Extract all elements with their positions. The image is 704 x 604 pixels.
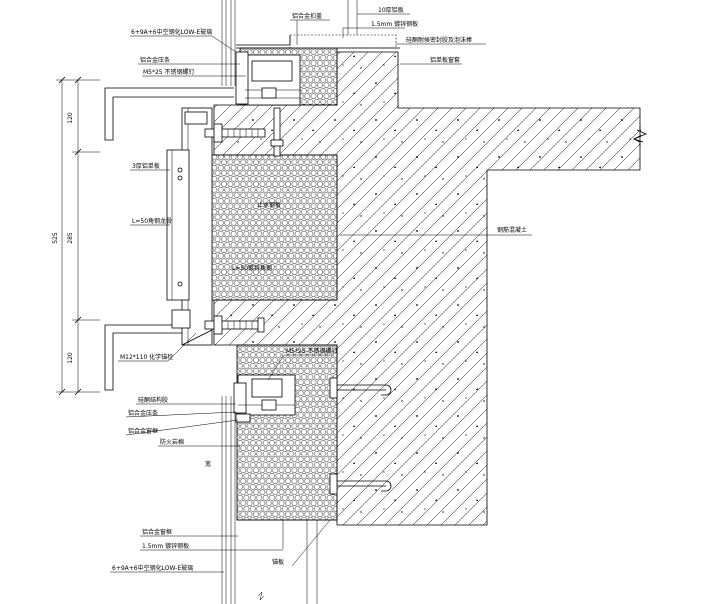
label-angle-steel: L=50镀锌角钢 — [232, 264, 272, 272]
label-chemical-anchor: M12*110 化学锚栓 — [120, 353, 173, 361]
dim-label-bottom: 120 — [67, 352, 74, 364]
upper-window-frame — [235, 51, 301, 106]
label-concrete: 钢筋混凝土 — [497, 226, 527, 234]
lower-frame-block — [261, 399, 277, 411]
leader-anchor-plate — [291, 519, 331, 567]
top-anchor-thread — [227, 129, 259, 137]
bracket-top-clip — [184, 111, 208, 125]
surround-top-return — [104, 87, 234, 141]
dimension-lines: 120 285 120 525 — [52, 76, 100, 396]
label-aluminum-panel: 3厚铝单板 — [132, 162, 160, 170]
label-steel-keel: L=50角钢龙骨 — [132, 217, 172, 225]
label-glass-bottom: 6+9A+6中空钢化LOW-E玻璃 — [112, 564, 193, 572]
label-cap-top: 铝合金扣盖 — [292, 12, 322, 20]
bottom-anchor-thread — [227, 321, 253, 329]
surround-bottom-return — [104, 324, 182, 391]
leader-lines — [110, 13, 532, 573]
label-width-mark: 宽 — [205, 460, 211, 468]
upper-frame-inner — [251, 60, 293, 82]
anchor-bar-upper — [337, 384, 392, 396]
leader-glass-top — [130, 35, 237, 53]
anchor-plate-upper — [329, 377, 338, 399]
insulation-bottom — [236, 344, 338, 521]
top-vertical-nut — [270, 139, 284, 147]
label-glass-top: 6+9A+6中空钢化LOW-E玻璃 — [131, 28, 212, 36]
leader-cap-top — [290, 19, 330, 45]
steel-keel-channel — [166, 149, 190, 301]
window-surround-panels — [104, 87, 234, 391]
glazing — [221, 0, 236, 604]
dim-label-middle: 285 — [67, 232, 74, 244]
label-window-frame-mid: 铝合金窗框 — [128, 427, 158, 435]
anchor-bolts — [204, 107, 284, 335]
leader-screw-bottom — [267, 354, 332, 381]
bottom-anchor-nut — [213, 315, 223, 335]
label-anchor-plate: 锚板 — [272, 558, 284, 566]
anchor-bar-lower — [337, 480, 392, 492]
bracket-plate-chamfer — [181, 329, 213, 346]
top-anchor-bolt — [204, 128, 266, 138]
label-pressing-strip-bottom: 铝合金压条 — [128, 409, 158, 417]
upper-frame-block — [261, 87, 277, 99]
dim-label-total: 525 — [52, 232, 59, 244]
embedded-anchor-bars — [329, 377, 392, 495]
label-structural-sealant: 硅酮结构胶 — [138, 396, 168, 404]
keel-bolt-hole-3 — [177, 281, 183, 287]
anchor-plate-lower — [329, 473, 338, 495]
label-pressing-strip-top: 铝合金压条 — [140, 56, 170, 64]
keel-bolt-hole-1 — [177, 167, 183, 173]
break-line-mask — [641, 130, 647, 142]
leader-pressing-strip-bottom — [125, 411, 237, 418]
bottom-break — [257, 591, 265, 601]
keel-bolt-hole-2 — [177, 175, 183, 181]
top-vertical-bolt — [273, 107, 281, 157]
label-steel-plate-top: 1.5mm 镀锌钢板 — [371, 20, 418, 28]
lower-frame-sash — [233, 382, 247, 414]
leader-chemical-anchor — [118, 332, 197, 362]
label-sealant-top: 硅酮耐候密封胶及泡沫棒 — [406, 36, 472, 44]
concrete-speckle — [214, 52, 640, 525]
bottom-members — [237, 519, 337, 604]
upper-frame-sash — [235, 51, 249, 105]
dim-label-top: 120 — [67, 112, 74, 124]
label-fire-wool: 防火岩棉 — [160, 438, 184, 446]
label-screw-bottom: M5*25 不锈钢螺钉 — [286, 347, 338, 355]
leader-steel-plate-top — [342, 27, 405, 38]
label-steel-plate-bottom: 1.5mm 镀锌钢板 — [142, 542, 189, 550]
label-screw-top: M5*25 不锈钢螺钉 — [143, 68, 195, 76]
top-anchor-nut — [213, 123, 223, 143]
label-window-frame-bottom: 铝合金窗框 — [142, 528, 172, 536]
bottom-vertical-bolt — [257, 317, 265, 333]
label-window-cover: 铝单板窗套 — [430, 56, 460, 64]
insulation-middle — [209, 154, 338, 301]
label-waterstop-plate: 止水钢板 — [257, 201, 281, 209]
break-line-zigzag — [632, 129, 648, 143]
lower-frame-inner — [251, 378, 283, 398]
break-line-symbol — [633, 126, 647, 146]
label-aluminum-plate-top: 10厚铝板 — [378, 6, 404, 14]
top-cap-profile — [236, 35, 291, 46]
dim-ticks — [58, 76, 82, 396]
leader-window-frame-mid — [125, 419, 239, 436]
lower-window-frame — [233, 374, 296, 423]
lower-frame-cap — [235, 413, 251, 423]
annotations: 6+9A+6中空钢化LOW-E玻璃 铝合金压条 M5*25 不锈钢螺钉 铝合金扣… — [112, 6, 527, 572]
top-flashing — [236, 0, 400, 49]
bracket-bottom-clip — [171, 309, 191, 329]
